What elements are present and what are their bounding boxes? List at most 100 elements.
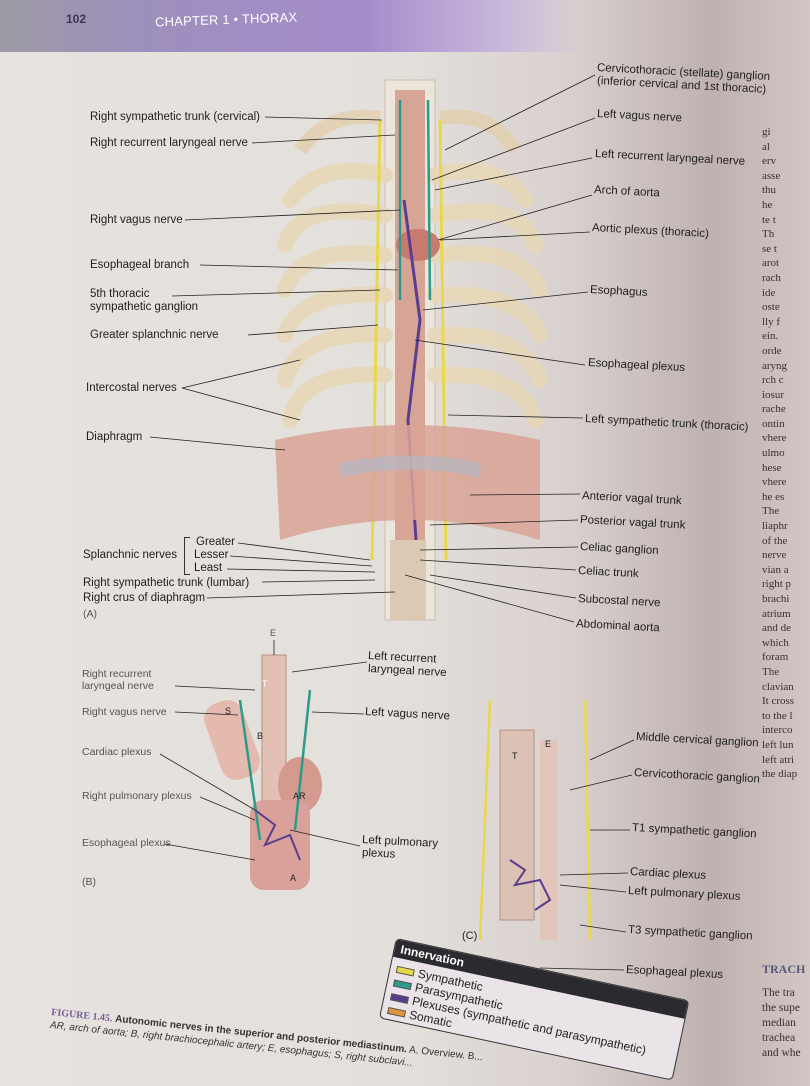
column-text-line: ontin — [762, 417, 785, 430]
page-header: 102 CHAPTER 1 • THORAX — [0, 0, 810, 52]
illustration-b — [204, 654, 322, 890]
column-text-line: ulmo — [762, 447, 785, 460]
splanchnic-bracket — [184, 537, 190, 575]
section-heading: TRACH — [762, 962, 806, 976]
swatch-teal-icon — [392, 979, 413, 990]
label-5th-thoracic: 5th thoracic — [90, 288, 150, 300]
column-text-line: ide — [762, 286, 776, 299]
label-b-right-recurrent: Right recurrent — [82, 668, 152, 680]
column-text-line: ein. — [762, 330, 779, 343]
column-text-line: se t — [762, 242, 777, 255]
letter-a: A — [290, 873, 297, 883]
letter-b: B — [257, 731, 264, 741]
letter-s: S — [225, 706, 232, 716]
label-esophageal-branch: Esophageal branch — [90, 259, 190, 271]
label-b-cardiac-plexus: Cardiac plexus — [82, 746, 152, 758]
label-greater: Greater — [196, 536, 235, 548]
column-text-line: nerve — [762, 549, 787, 562]
label-b-laryngeal-nerve: laryngeal nerve — [82, 680, 154, 692]
column-text-line: hese — [762, 461, 782, 474]
letter-c-e: E — [545, 739, 552, 749]
column-text-line: left lun — [762, 738, 794, 751]
column-text-line: asse — [762, 169, 781, 182]
label-sympathetic-ganglion: sympathetic ganglion — [90, 301, 199, 313]
column-text-line: left atri — [762, 753, 795, 766]
column-text-line: and de — [762, 622, 792, 635]
column-text-line: The — [762, 665, 780, 678]
column-text-line: gi — [762, 126, 771, 138]
column-text-line: rach — [762, 271, 781, 284]
column-text-line: interco — [762, 724, 793, 737]
swatch-purple-icon — [390, 992, 410, 1004]
column-text-line: vhere — [762, 476, 787, 489]
rib-cage — [277, 79, 548, 621]
column-text-line: thu — [762, 184, 777, 197]
column-text-line: te t — [762, 213, 776, 226]
label-lesser: Lesser — [194, 549, 229, 561]
column-text-line: clavian — [762, 680, 794, 693]
column-text-line: of the — [762, 534, 788, 547]
label-right-sympathetic-trunk-lumbar: Right sympathetic trunk (lumbar) — [83, 577, 250, 589]
page-number: 102 — [66, 12, 87, 26]
letter-e: E — [270, 628, 277, 638]
column-text-line: orde — [762, 344, 782, 357]
panel-c-label: (C) — [462, 930, 478, 942]
label-b-plexus: plexus — [361, 847, 396, 861]
letter-c-t: T — [512, 751, 518, 761]
panel-b-label: (B) — [82, 876, 96, 888]
column-text-line: right p — [762, 578, 792, 591]
label-right-sympathetic-trunk-cervical: Right sympathetic trunk (cervical) — [90, 111, 260, 123]
label-greater-splanchnic-nerve: Greater splanchnic nerve — [90, 329, 219, 341]
column-text-line: It cross — [762, 695, 795, 708]
column-text-line: Th — [762, 228, 775, 241]
column-text-line: foram — [762, 651, 789, 664]
swatch-yellow-icon — [395, 965, 415, 976]
label-right-vagus-nerve: Right vagus nerve — [90, 214, 183, 226]
column-text-line: The tra — [762, 987, 795, 999]
column-text-line: he — [762, 198, 773, 211]
column-text-line: median — [762, 1017, 796, 1029]
column-text-line: rch c — [762, 374, 784, 387]
column-text-line: trachea — [762, 1032, 796, 1044]
column-text-line: liaphr — [762, 520, 788, 533]
column-text-line: al — [762, 140, 770, 153]
label-right-recurrent-laryngeal-nerve: Right recurrent laryngeal nerve — [90, 137, 248, 149]
column-text-line: atrium — [762, 607, 791, 620]
diaphragm — [275, 425, 540, 540]
column-text-line: aryng — [762, 359, 788, 372]
label-b-right-pulmonary-plexus: Right pulmonary plexus — [82, 790, 192, 802]
column-text-line: he es — [762, 490, 785, 503]
letter-ar: AR — [293, 791, 306, 801]
column-text-line: to the l — [762, 709, 793, 722]
column-text-line: iosur — [762, 388, 784, 401]
arch-of-aorta — [396, 229, 440, 261]
column-text-line: oste — [762, 301, 780, 314]
leader-lines — [149, 74, 635, 971]
column-text-line: The — [762, 505, 780, 518]
column-text-line: erv — [762, 155, 777, 168]
swatch-orange-icon — [387, 1006, 407, 1018]
column-text-line: arot — [762, 257, 780, 270]
label-diaphragm: Diaphragm — [86, 431, 143, 443]
column-text-line: lly f — [762, 315, 781, 328]
right-column-text-2: The tra the supe median trachea and whe — [762, 986, 810, 1061]
label-splanchnic-nerves: Splanchnic nerves — [83, 549, 177, 561]
label-right-crus-of-diaphragm: Right crus of diaphragm — [83, 592, 206, 604]
letter-t: T — [262, 679, 268, 689]
illustration-c — [478, 699, 592, 941]
label-b-right-vagus-nerve: Right vagus nerve — [82, 706, 167, 718]
label-least: Least — [194, 562, 223, 574]
column-text-line: vhere — [762, 432, 787, 445]
column-text-line: brachi — [762, 593, 790, 605]
label-intercostal-nerves: Intercostal nerves — [86, 382, 177, 394]
column-text-line: which — [762, 636, 789, 649]
column-text-line: the supe — [762, 1002, 801, 1014]
label-b-esophageal-plexus: Esophageal plexus — [82, 837, 171, 849]
column-text-line: rache — [762, 403, 786, 416]
column-text-line: and whe — [762, 1047, 801, 1059]
column-text-line: the diap — [762, 768, 798, 781]
panel-a-label: (A) — [83, 608, 97, 620]
column-text-line: vian a — [762, 563, 789, 576]
